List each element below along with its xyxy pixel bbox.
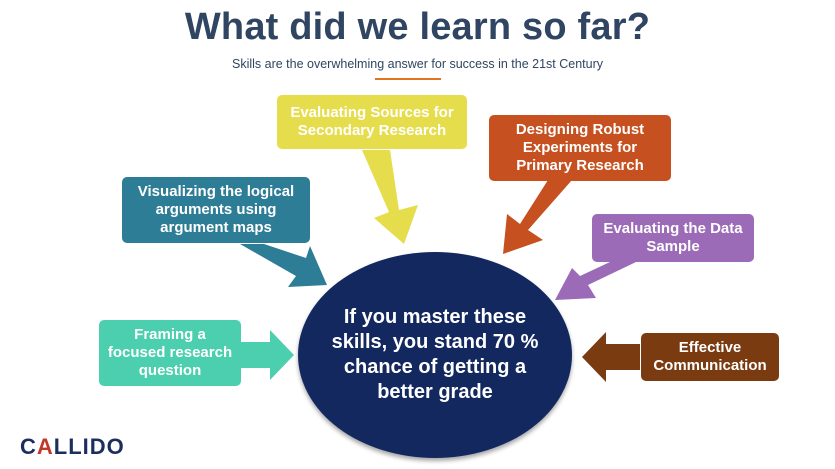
center-text: If you master these skills, you stand 70… [331,306,539,403]
skill-label: Evaluating Sources for Secondary Researc… [290,104,454,139]
arrow-argument-maps [240,244,327,287]
logo-text-accent: A [36,434,54,459]
callido-logo: CALLIDO [20,434,125,460]
arrow-communication [582,332,640,382]
skill-label: Designing Robust Experiments for Primary… [515,121,645,174]
skill-label: Effective Communication [653,339,767,374]
skill-box-data-sample: Evaluating the Data Sample [592,214,754,262]
skill-label: Framing a focused research question [107,326,233,379]
skill-label: Visualizing the logical arguments using … [137,183,295,236]
logo-text-first: C [20,434,37,459]
arrow-secondary-research [362,150,418,244]
center-circle: If you master these skills, you stand 70… [298,252,572,458]
subtitle-underline [375,78,441,80]
skill-box-communication: Effective Communication [641,333,779,381]
skill-label: Evaluating the Data Sample [603,220,743,255]
skill-box-primary-research: Designing Robust Experiments for Primary… [489,115,671,181]
skill-box-research-question: Framing a focused research question [99,320,241,386]
skill-box-argument-maps: Visualizing the logical arguments using … [122,177,310,243]
slide-title: What did we learn so far? [184,6,651,48]
slide-subtitle: Skills are the overwhelming answer for s… [232,57,603,71]
logo-text-rest: LLIDO [53,434,125,459]
arrow-data-sample [555,262,636,300]
arrow-research-question [240,330,294,380]
arrow-primary-research [503,180,572,254]
skill-box-secondary-research: Evaluating Sources for Secondary Researc… [277,95,467,149]
